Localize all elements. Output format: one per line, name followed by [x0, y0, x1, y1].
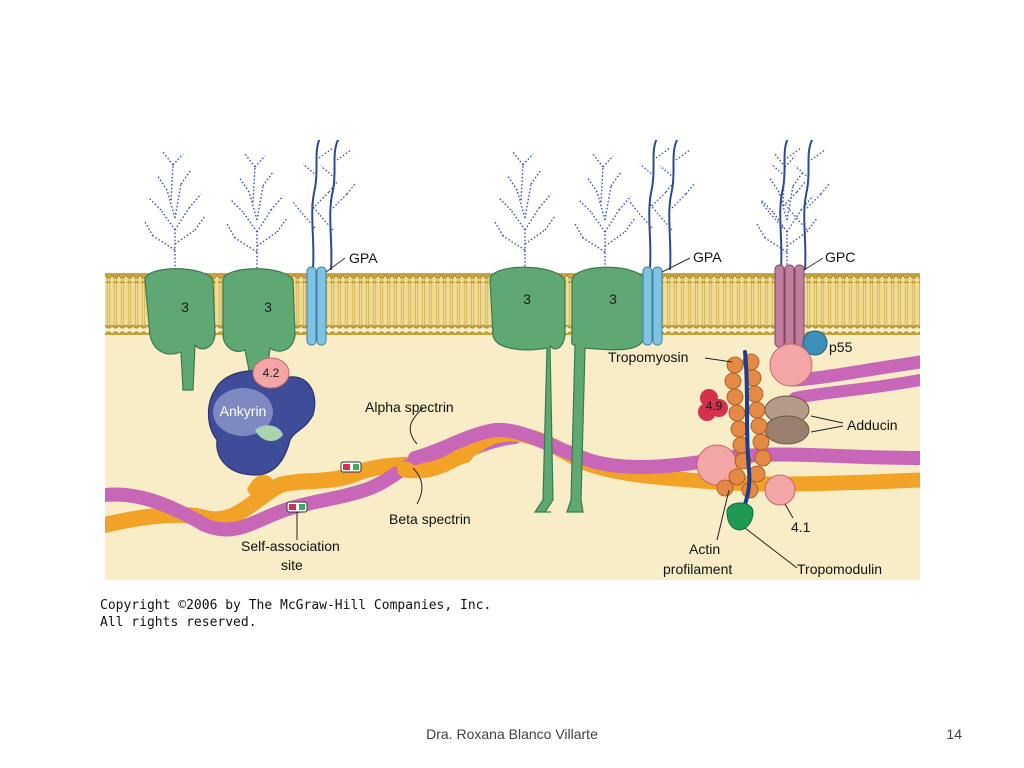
- gpa-label: GPA: [693, 249, 722, 265]
- protein-4-1-label: 4.1: [791, 519, 811, 535]
- tropomyosin-label: Tropomyosin: [608, 349, 688, 365]
- band3-label: 3: [523, 291, 531, 307]
- copyright-line: Copyright ©2006 by The McGraw-Hill Compa…: [100, 598, 492, 613]
- gpc-label: GPC: [825, 249, 855, 265]
- erythrocyte-membrane-diagram: 3 3 Ankyrin 4.2 GPA 3 3 GPA GPC: [105, 140, 920, 580]
- band3-dimer-left: 3 3: [144, 268, 296, 391]
- tropomodulin-label: Tropomodulin: [797, 561, 882, 577]
- footer-author: Dra. Roxana Blanco Villarte: [426, 726, 598, 742]
- junctional-complex: 4.9: [696, 343, 813, 531]
- svg-text:4.9: 4.9: [706, 399, 723, 413]
- glycophorin-a-right: GPA: [642, 249, 722, 346]
- spectrin-network: [105, 355, 920, 537]
- self-association-label-line1: Self-association: [241, 538, 340, 554]
- alpha-spectrin-mid: [408, 422, 920, 474]
- page-number: 14: [946, 726, 962, 742]
- protein-4-2: 4.2: [252, 357, 290, 389]
- p55-label: p55: [829, 339, 853, 355]
- glycophorin-c: GPC: [774, 249, 855, 348]
- actin-label-line1: Actin: [689, 541, 720, 557]
- copyright-notice: Copyright ©2006 by The McGraw-Hill Compa…: [100, 597, 491, 631]
- glycocalyx: [144, 140, 830, 273]
- beta-spectrin-label: Beta spectrin: [389, 511, 471, 527]
- alpha-spectrin-label: Alpha spectrin: [365, 399, 454, 415]
- svg-text:4.2: 4.2: [263, 366, 280, 380]
- leader-lines: [296, 357, 844, 569]
- adducin-label: Adducin: [847, 417, 898, 433]
- actin-label-line2: profilament: [663, 561, 732, 577]
- actin-profilament: [716, 353, 772, 499]
- alpha-spectrin-left: [105, 430, 522, 537]
- band3-label: 3: [609, 291, 617, 307]
- band3-label: 3: [181, 299, 189, 315]
- rights-line: All rights reserved.: [100, 615, 257, 630]
- self-association-label-line2: site: [281, 557, 303, 573]
- band3-dimer-middle: 3 3: [489, 266, 646, 513]
- band3-label: 3: [264, 299, 272, 315]
- self-association-site: [286, 461, 362, 513]
- p55: p55: [802, 330, 853, 356]
- gpa-label: GPA: [349, 250, 378, 266]
- ankyrin: Ankyrin: [207, 370, 316, 476]
- glycophorin-a-left: GPA: [306, 250, 378, 346]
- ankyrin-label: Ankyrin: [220, 403, 267, 419]
